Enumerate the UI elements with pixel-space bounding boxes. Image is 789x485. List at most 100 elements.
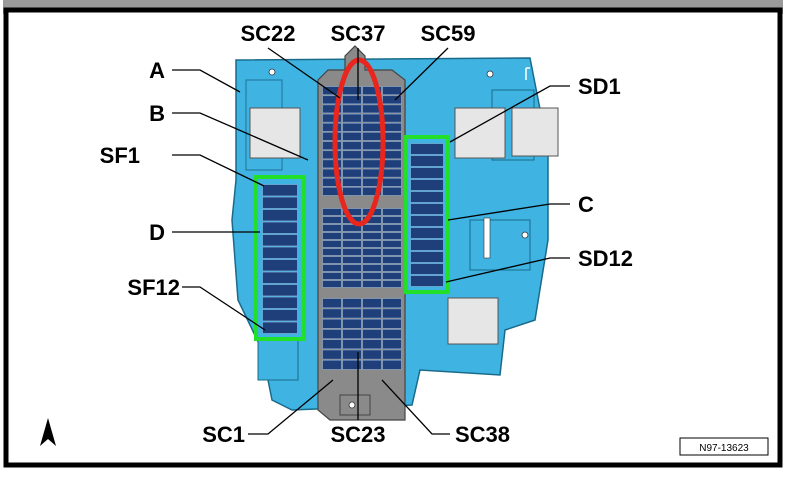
- fuse-middle-center-cell: [322, 280, 342, 288]
- fuse-upper-center-cell: [382, 86, 402, 95]
- fuse-middle-center-cell: [322, 208, 342, 216]
- label-sd1: SD1: [578, 74, 621, 99]
- fuse-upper-center-cell: [382, 168, 402, 178]
- relay-left: [249, 107, 301, 159]
- fuse-middle-center-cell: [342, 256, 362, 264]
- fuse-lower-center-cell: [382, 308, 402, 319]
- fuse-upper-center-cell: [362, 159, 382, 169]
- fuse-upper-center-cell: [342, 178, 362, 187]
- label-a: A: [149, 58, 165, 83]
- fuse-middle-center-cell: [342, 280, 362, 288]
- relay-lower: [447, 297, 499, 345]
- fuse-lower-center-cell: [362, 349, 382, 360]
- leader-b: [172, 112, 309, 161]
- fuse-middle-center-cell: [362, 232, 382, 240]
- fuse-sf-cell: [262, 309, 298, 322]
- leader-sf12: [182, 286, 266, 331]
- fuse-upper-center-cell: [322, 141, 342, 150]
- fuse-middle-center-cell: [382, 208, 402, 216]
- fuse-upper-center-cell: [382, 178, 402, 187]
- fuse-upper-center-cell: [362, 123, 382, 132]
- highlight-sd-row: [404, 135, 450, 294]
- fuse-middle-center-cell: [382, 264, 402, 272]
- label-sc59: SC59: [420, 21, 475, 46]
- fuse-lower-center-cell: [362, 298, 382, 308]
- fuse-sd-cell: [410, 263, 444, 275]
- fuse-middle-center-cell: [382, 224, 402, 232]
- fuse-middle-center-cell: [322, 256, 342, 264]
- fuse-sd-cell: [410, 179, 444, 191]
- fuse-lower-center-cell: [322, 360, 342, 370]
- fuse-sf-cell: [262, 234, 298, 247]
- fuse-middle-center-cell: [382, 240, 402, 248]
- fuse-upper-center-cell: [322, 104, 342, 114]
- fuse-middle-center-cell: [362, 240, 382, 248]
- fuse-upper-center-cell: [342, 123, 362, 132]
- fuse-lower-center-cell: [322, 318, 342, 329]
- label-sc23: SC23: [330, 422, 385, 447]
- fuse-lower-center-cell: [322, 339, 342, 350]
- fuse-sd-cell: [410, 167, 444, 179]
- figure-ref-text: N97-13623: [699, 443, 749, 454]
- relay-right-2: [511, 107, 559, 157]
- fuse-lower-center-cell: [322, 329, 342, 339]
- fuse-sf-cell: [262, 246, 298, 259]
- fuse-upper-center-cell: [322, 159, 342, 169]
- fuse-sd-cell: [410, 191, 444, 203]
- fuse-middle-center-cell: [362, 216, 382, 224]
- fuse-sf-cell: [262, 184, 298, 197]
- fuse-lower-center-cell: [342, 349, 362, 360]
- fuse-lower-center-cell: [322, 298, 342, 308]
- label-sd12: SD12: [578, 246, 633, 271]
- leader-sf1: [172, 154, 265, 187]
- fuse-upper-center-cell: [362, 113, 382, 123]
- leader-sc59: [394, 47, 449, 101]
- fuse-middle-center-cell: [342, 248, 362, 256]
- callout-labels: SC22 SC37 SC59 A B SF1 D SF12 SD1 C SD12…: [100, 21, 633, 447]
- fuse-lower-center-cell: [342, 339, 362, 350]
- fuse-middle-center-cell: [342, 272, 362, 280]
- fuse-sd-cell: [410, 203, 444, 215]
- fuse-sf-cell: [262, 271, 298, 284]
- leader-sd1: [449, 85, 570, 143]
- fuse-middle-center-cell: [322, 232, 342, 240]
- label-b: B: [149, 101, 165, 126]
- label-d: D: [149, 220, 165, 245]
- fuse-middle-center-cell: [322, 240, 342, 248]
- fuse-lower-center-cell: [342, 329, 362, 339]
- fuse-upper-center-cell: [342, 168, 362, 178]
- fuse-middle-center-cell: [382, 248, 402, 256]
- fuse-sf-cell: [262, 259, 298, 272]
- fuse-upper-center-cell: [382, 150, 402, 160]
- fuse-middle-center-cell: [382, 232, 402, 240]
- fuse-middle-center-cell: [342, 208, 362, 216]
- fuse-middle-center-cell: [322, 224, 342, 232]
- leader-lines: [172, 47, 570, 435]
- fuse-upper-center-cell: [322, 178, 342, 187]
- fuse-middle-center-cell: [382, 280, 402, 288]
- fuse-upper-center-cell: [342, 104, 362, 114]
- label-sc1: SC1: [202, 422, 245, 447]
- fuse-middle-center-cell: [362, 224, 382, 232]
- fuse-middle-center-cell: [382, 216, 402, 224]
- fuse-lower-center-cell: [362, 308, 382, 319]
- fuse-lower-center-cell: [342, 298, 362, 308]
- fuse-lower-center-cell: [382, 339, 402, 350]
- fuse-sd-cell: [410, 239, 444, 251]
- label-sc22: SC22: [240, 21, 295, 46]
- label-sf1: SF1: [100, 143, 140, 168]
- fuse-lower-center-cell: [382, 329, 402, 339]
- leader-sc22: [267, 47, 341, 99]
- fuse-lower-center-cell: [382, 349, 402, 360]
- figure-reference: N97-13623: [679, 437, 769, 456]
- fuse-sf-cell: [262, 221, 298, 234]
- leader-c: [447, 203, 570, 221]
- highlight-sf-row: [254, 175, 306, 341]
- fuse-upper-center-cell: [342, 113, 362, 123]
- fuse-middle-center-cell: [362, 280, 382, 288]
- fuse-upper-center-cell: [322, 95, 342, 105]
- fuse-upper-center-cell: [362, 86, 382, 95]
- fuse-middle-center-cell: [342, 232, 362, 240]
